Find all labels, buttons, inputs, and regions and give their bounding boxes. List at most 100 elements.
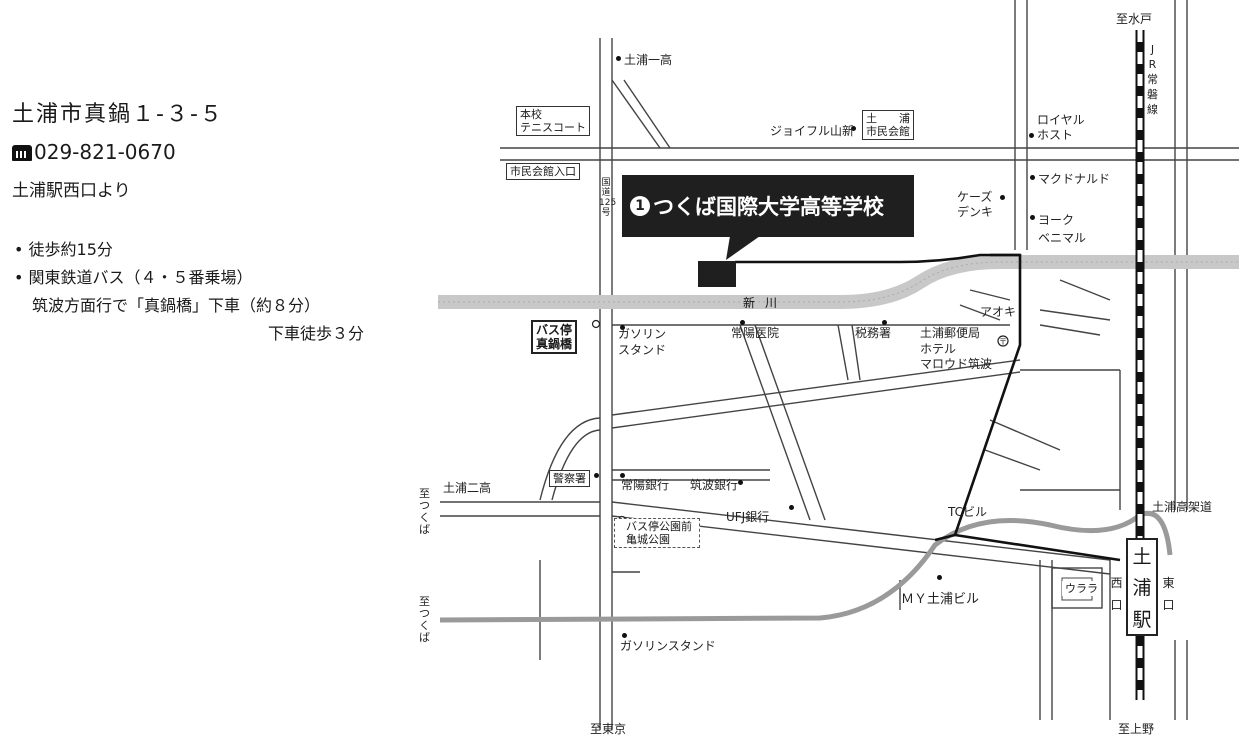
- hotel-line2: マロウド筑波: [920, 357, 993, 371]
- label-royal-host: ロイヤルホスト: [1037, 113, 1085, 143]
- park-busstop-label: バス停公園前: [626, 520, 692, 533]
- phone-number: 029-821-0670: [34, 140, 176, 164]
- tsukuba1-c4: ば: [419, 523, 430, 536]
- route-c1: 国: [601, 178, 611, 188]
- jr-c2: R: [1148, 58, 1157, 71]
- label-tsukuba-bank: 筑波銀行: [690, 478, 739, 492]
- station-char-1: 土: [1132, 546, 1152, 569]
- tsukuba2-c2: つ: [419, 607, 430, 620]
- busstop-line1: バス停: [536, 323, 573, 337]
- label-mcdonalds: マクドナルド: [1038, 172, 1111, 186]
- jr-c1: J: [1150, 43, 1155, 56]
- station-char-2: 浦: [1132, 577, 1152, 600]
- jr-c4: 磐: [1147, 88, 1158, 101]
- civic-hall-line2: 市民会館: [866, 125, 910, 138]
- york-line2: ベニマル: [1038, 231, 1087, 245]
- label-joyo-bank: 常陽銀行: [621, 478, 670, 492]
- label-ufj-bank: UFJ銀行: [726, 510, 770, 524]
- police-label: 警察署: [549, 470, 590, 487]
- access-walk-from-stop: 下車徒歩３分: [268, 324, 365, 343]
- tsukuba1-c3: く: [419, 511, 430, 524]
- urara-label: ウララ: [1062, 581, 1101, 596]
- elevated-highway: [439, 511, 1173, 623]
- gas-line1: ガソリン: [618, 327, 667, 341]
- tsukuba1-c1: 至: [419, 487, 430, 500]
- label-my-building: ＭＹ土浦ビル: [901, 592, 980, 607]
- jr-c5: 線: [1147, 103, 1158, 116]
- svg-text:〒: 〒: [999, 338, 1007, 347]
- direction-tsukuba-1: 至つくば: [418, 488, 431, 536]
- east-exit: 東口: [1162, 572, 1175, 616]
- civic-hall-line1: 土 浦: [866, 112, 910, 125]
- label-joyful: ジョイフル山新: [770, 124, 855, 138]
- river-label: 新川: [743, 296, 788, 310]
- access-walk: • 徒歩約15分: [14, 240, 113, 259]
- route-c4: 号: [601, 208, 611, 218]
- label-hotel: ホテルマロウド筑波: [920, 342, 992, 372]
- roads: [440, 0, 1239, 730]
- school-callout[interactable]: 1 つくば国際大学高等学校: [622, 175, 914, 237]
- direction-mito: 至水戸: [1116, 12, 1153, 26]
- east-exit-1: 東: [1162, 576, 1175, 590]
- label-post-office: 土浦郵便局: [920, 326, 981, 340]
- route-c2: 道: [601, 188, 611, 198]
- label-tax-office: 税務署: [855, 326, 892, 340]
- school-marker[interactable]: [698, 261, 736, 287]
- label-tsuchiura-niko: 土浦二高: [443, 481, 492, 495]
- west-exit-1: 西: [1110, 576, 1123, 590]
- civic-hall-box: 土 浦 市民会館: [862, 110, 914, 140]
- label-joyo-hospital: 常陽医院: [731, 326, 780, 340]
- ks-line1: ケーズ: [957, 190, 993, 204]
- post-office-icon: [997, 335, 1009, 347]
- school-number-badge: 1: [630, 196, 650, 216]
- label-aoki: アオキ: [980, 305, 1017, 319]
- york-line1: ヨーク: [1038, 213, 1075, 227]
- direction-ueno: 至上野: [1118, 722, 1155, 736]
- access-bus: • 関東鉄道バス（４・５番乗場）: [14, 268, 253, 287]
- label-tc-building: TCビル: [948, 505, 988, 519]
- tennis-court-label: テニスコート: [520, 121, 586, 134]
- gas-line2: スタンド: [618, 343, 667, 357]
- telephone-icon: [12, 145, 32, 161]
- direction-tsukuba-2: 至つくば: [418, 596, 431, 644]
- label-viaduct: 土浦高架道: [1152, 500, 1213, 514]
- west-exit-2: 口: [1110, 598, 1123, 612]
- route-c3: 125: [599, 198, 617, 208]
- address: 土浦市真鍋１-３-５: [12, 102, 224, 127]
- east-exit-2: 口: [1162, 598, 1175, 612]
- kijo-park-label: 亀城公園: [626, 533, 670, 546]
- label-york-benimaru: ヨークベニマル: [1038, 211, 1086, 247]
- tsukuba2-c4: ば: [419, 631, 430, 644]
- busstop-icon-manabe: [591, 319, 601, 329]
- label-gas-station-north: ガソリンスタンド: [618, 326, 666, 358]
- busstop-manabebashi: バス停 真鍋橋: [531, 320, 578, 354]
- label-tsuchiura-ichiko: 土浦一高: [624, 53, 673, 67]
- tsukuba2-c3: く: [419, 619, 430, 632]
- jr-c3: 常: [1147, 73, 1158, 86]
- busstop-line2: 真鍋橋: [536, 337, 573, 351]
- school-name: つくば国際大学高等学校: [653, 195, 884, 219]
- phone: 029-821-0670: [12, 140, 176, 164]
- ks-line2: デンキ: [957, 205, 994, 219]
- school-tennis-court-box: 本校 テニスコート: [516, 106, 590, 136]
- civic-hall-entrance: 市民会館入口: [506, 163, 580, 180]
- station-char-3: 駅: [1132, 608, 1152, 631]
- direction-tokyo: 至東京: [590, 722, 627, 736]
- west-exit: 西口: [1110, 572, 1123, 616]
- royal-line1: ロイヤル: [1037, 113, 1085, 127]
- access-bus-detail: 筑波方面行で「真鍋橋」下車（約８分）: [32, 296, 321, 315]
- hotel-line1: ホテル: [920, 342, 957, 356]
- river-shinkawa: [438, 255, 1239, 309]
- kijo-park-box: バス停公園前 亀城公園: [614, 518, 700, 548]
- royal-line2: ホスト: [1037, 128, 1074, 142]
- from-station: 土浦駅西口より: [12, 181, 131, 201]
- label-gas-station-south: ガソリンスタンド: [620, 639, 716, 653]
- tsuchiura-station[interactable]: 土 浦 駅: [1126, 538, 1158, 636]
- label-ks-denki: ケーズデンキ: [957, 190, 993, 220]
- honko-label: 本校: [520, 108, 542, 121]
- tsukuba1-c2: つ: [419, 499, 430, 512]
